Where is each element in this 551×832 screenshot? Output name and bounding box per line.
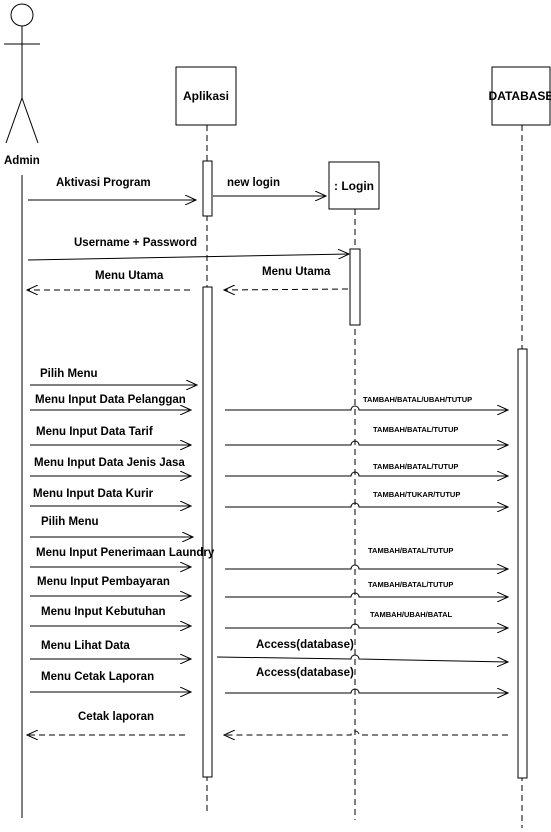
msg-kebutuhan-label: Menu Input Kebutuhan: [41, 606, 166, 618]
aplikasi-activation-1: [202, 160, 213, 217]
msg-cetak-laporan-label: Menu Cetak Laporan: [41, 671, 154, 683]
db-msg-kebutuhan-arrow: [225, 624, 508, 628]
db-msg-cetak-return-arrow: [224, 731, 508, 735]
db-action-pembayaran-label: TAMBAH/BATAL/TUTUP: [368, 580, 453, 589]
db-action-penerimaan-label: TAMBAH/BATAL/TUTUP: [368, 546, 453, 555]
db-msg-access-2-arrow: [225, 689, 508, 693]
login-object-box: [328, 161, 380, 210]
db-msg-access-1-arrow: [216, 654, 508, 662]
db-msg-access-1-label: Access(database): [256, 639, 354, 651]
msg-pilih-menu-1-label: Pilih Menu: [40, 368, 98, 380]
database-activation: [517, 348, 528, 779]
aplikasi-activation-2: [202, 286, 213, 778]
msg-username-label: Username + Password: [74, 237, 197, 249]
msg-lihat-data-label: Menu Lihat Data: [41, 640, 130, 652]
db-msg-penerimaan-arrow: [225, 565, 508, 569]
msg-menu-utama-left-label: Menu Utama: [95, 270, 164, 282]
msg-pilih-menu-2-label: Pilih Menu: [41, 516, 99, 528]
msg-aktivasi-label: Aktivasi Program: [56, 177, 151, 189]
db-action-tarif-label: TAMBAH/BATAL/TUTUP: [373, 425, 458, 434]
database-object-box: [491, 66, 551, 126]
db-action-jenis-jasa-label: TAMBAH/BATAL/TUTUP: [373, 462, 458, 471]
aplikasi-object-label: Aplikasi: [183, 89, 229, 103]
msg-new-login-label: new login: [227, 177, 280, 189]
db-action-pelanggan-label: TAMBAH/BATAL/UBAH/TUTUP: [363, 395, 472, 404]
db-msg-pelanggan-arrow: [225, 406, 508, 410]
database-object-label: DATABASE: [489, 89, 551, 103]
msg-jenis-jasa-label: Menu Input Data Jenis Jasa: [34, 457, 185, 469]
msg-pelanggan-label: Menu Input Data Pelanggan: [35, 394, 186, 406]
db-action-kurir-label: TAMBAH/TUKAR/TUTUP: [373, 490, 460, 499]
db-msg-jenis-jasa-arrow: [225, 472, 508, 476]
db-msg-pembayaran-arrow: [225, 593, 508, 597]
db-msg-tarif-arrow: [225, 441, 508, 445]
admin-actor-label: Admin: [4, 155, 40, 167]
msg-menu-utama-right-label: Menu Utama: [262, 266, 331, 278]
login-activation: [349, 248, 361, 326]
msg-pembayaran-label: Menu Input Pembayaran: [37, 576, 170, 588]
login-object-label: : Login: [334, 179, 374, 193]
msg-tarif-label: Menu Input Data Tarif: [36, 426, 153, 438]
msg-username-arrow: [27, 254, 349, 261]
msg-menu-utama-right-arrow: [224, 289, 349, 290]
db-msg-kurir-arrow: [225, 503, 508, 507]
msg-penerimaan-label: Menu Input Penerimaan Laundry: [36, 547, 215, 559]
msg-cetak-laporan-return-label: Cetak laporan: [78, 711, 154, 723]
msg-kurir-label: Menu Input Data Kurir: [33, 488, 154, 500]
admin-actor-figure: [4, 3, 40, 144]
db-action-kebutuhan-label: TAMBAH/UBAH/BATAL: [370, 610, 452, 619]
aplikasi-object-box: [175, 66, 237, 126]
db-msg-access-2-label: Access(database): [256, 667, 354, 679]
